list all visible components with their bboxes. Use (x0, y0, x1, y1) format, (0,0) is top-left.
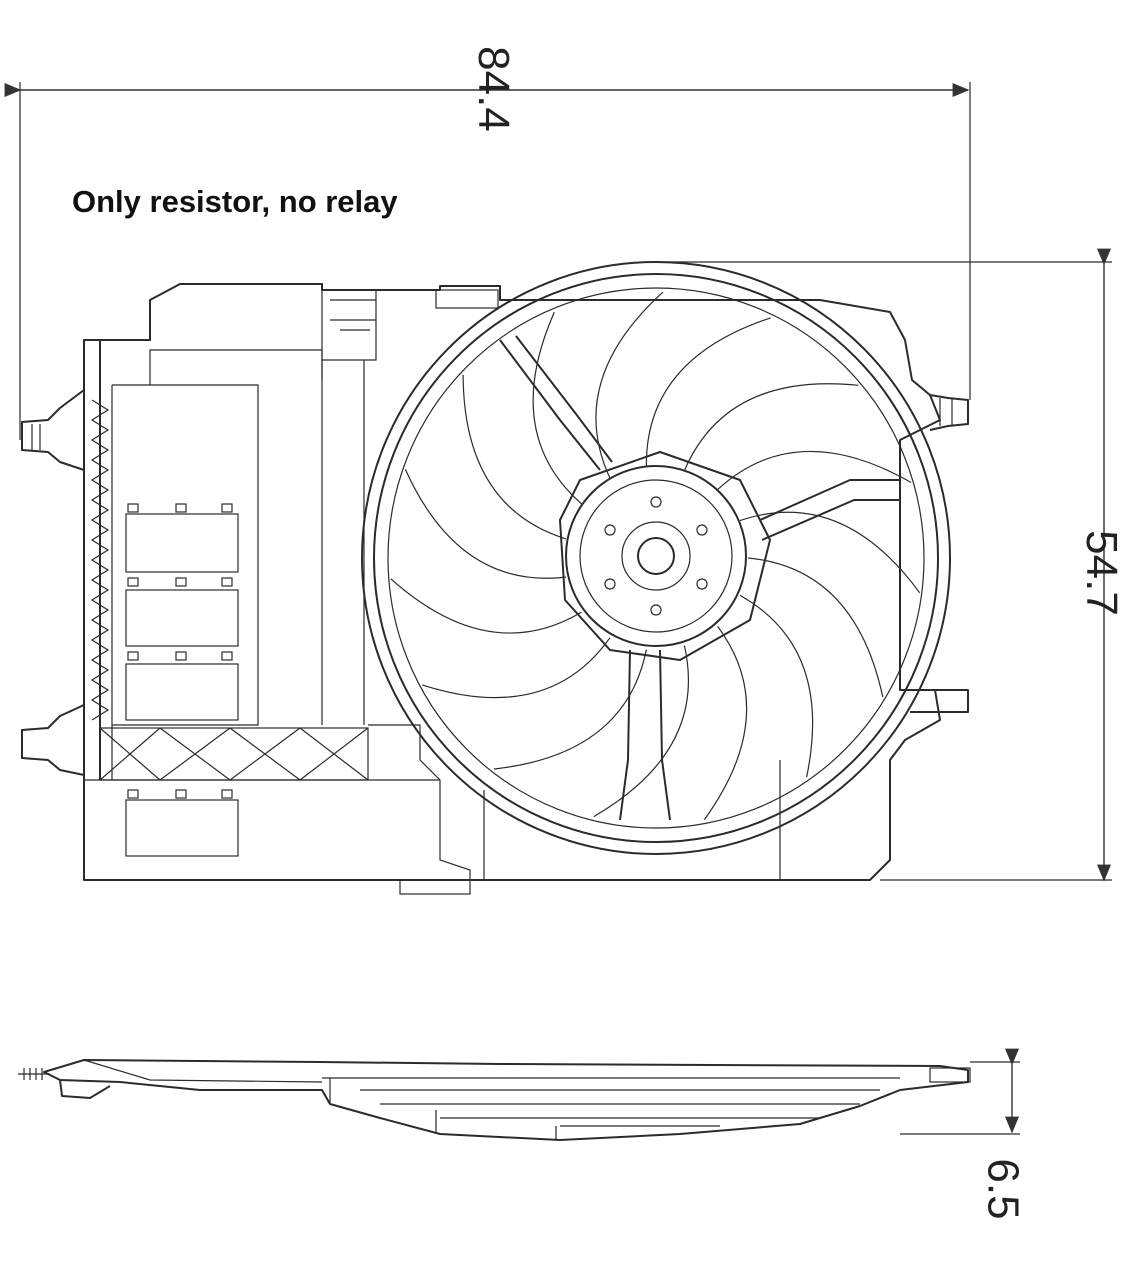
fan-blade (390, 578, 582, 634)
motor-struts (499, 335, 900, 821)
fan-shroud-front-view (21, 283, 969, 895)
height-dimension-label: 54.7 (1076, 530, 1126, 616)
fan-blade (493, 649, 647, 770)
width-dimension-label: 84.4 (468, 46, 518, 132)
fan-blades (390, 291, 921, 820)
note-label: Only resistor, no relay (72, 184, 398, 219)
fan-blade (739, 511, 921, 594)
motor-hub (559, 451, 771, 661)
fan-blade (595, 291, 664, 479)
fan-blade (462, 374, 567, 540)
fan-blade (645, 317, 771, 467)
depth-dimension-label: 6.5 (978, 1158, 1028, 1220)
fan-blade (747, 557, 884, 698)
fan-blade (703, 626, 748, 820)
fan-side-view (18, 1059, 971, 1141)
width-dimension-line (4, 82, 971, 440)
fan-blade (683, 383, 859, 471)
depth-dimension-line (900, 1048, 1020, 1135)
fan-blade (404, 468, 567, 579)
fan-blade (422, 637, 611, 699)
fan-blade (717, 450, 912, 491)
fan-blade (532, 311, 582, 505)
height-dimension-line (660, 248, 1112, 882)
fan-ring (361, 261, 951, 855)
fan-blade (739, 594, 814, 778)
fan-blade (593, 645, 689, 818)
